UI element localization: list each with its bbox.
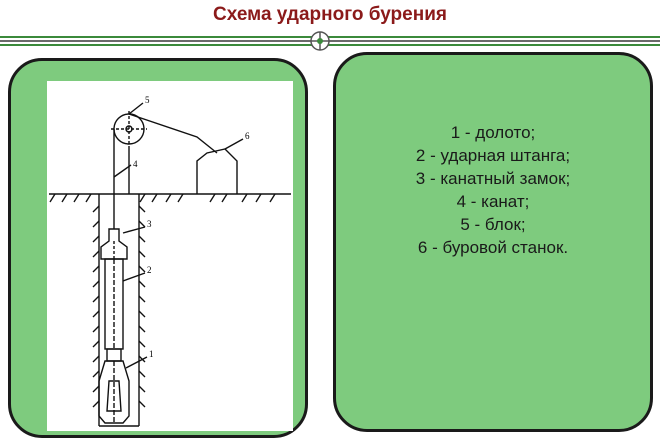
- legend-panel: 1 - долото; 2 - ударная штанга; 3 - кана…: [333, 52, 653, 432]
- label-2: 2: [147, 265, 152, 275]
- label-4: 4: [133, 159, 138, 169]
- legend-item-2: 2 - ударная штанга;: [415, 146, 571, 165]
- label-5: 5: [145, 95, 150, 105]
- percussion-drilling-diagram: 5 4 6 3 2 1: [49, 95, 291, 427]
- label-1: 1: [149, 349, 154, 359]
- legend-item-6: 6 - буровой станок.: [417, 238, 569, 257]
- drilling-scheme-drawing: 5 4 6 3 2 1: [47, 81, 293, 431]
- diagram-panel: 5 4 6 3 2 1: [8, 58, 308, 438]
- drill-bit-icon: [98, 360, 130, 424]
- legend-item-1: 1 - долото;: [450, 123, 536, 142]
- drilling-rig-icon: [196, 148, 238, 194]
- legend-item-3: 3 - канатный замок;: [415, 169, 571, 188]
- label-6: 6: [245, 131, 250, 141]
- legend-list: 1 - долото; 2 - ударная штанга; 3 - кана…: [336, 121, 650, 259]
- label-3: 3: [147, 219, 152, 229]
- title-divider: [0, 31, 660, 51]
- page-title: Схема ударного бурения: [213, 4, 447, 25]
- cable-lock-icon: [100, 228, 128, 260]
- legend-item-5: 5 - блок;: [460, 215, 526, 234]
- legend-item-4: 4 - канат;: [456, 192, 530, 211]
- compass-emblem-icon: [310, 31, 330, 51]
- cable-to-rig: [128, 113, 218, 154]
